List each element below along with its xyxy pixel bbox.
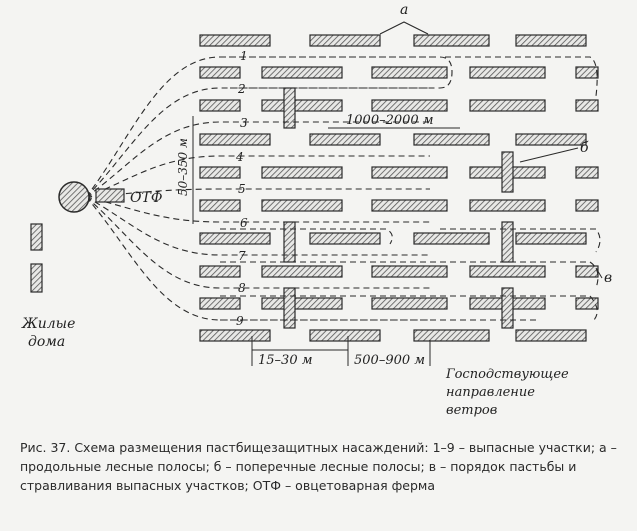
forest-strips [199,34,599,342]
longitudinal-strip-8-4 [575,297,599,310]
wind-label-line3: ветров [446,403,497,418]
pasture-protection-diagram: ОТФ Жилые дома a б в 1000–2000 м 50–350 … [21,2,612,418]
longitudinal-strip-6-2 [413,232,490,245]
path-lane-4 [85,155,430,198]
longitudinal-strip-1-3 [469,66,546,79]
longitudinal-strip-9-3 [515,329,587,342]
label-b: б [580,140,589,156]
loop-mid-1 [220,228,393,245]
longitudinal-strip-3-0 [199,133,271,146]
longitudinal-strip-3-1 [309,133,381,146]
section-number-4: 4 [235,150,244,164]
longitudinal-strip-6-3 [515,232,587,245]
dist-small-label: 15–30 м [258,353,313,368]
label-a-pointer [379,21,429,35]
longitudinal-strip-0-3 [515,34,587,47]
longitudinal-strip-2-0 [199,99,241,112]
dist-long-label: 1000–2000 м [346,113,434,128]
longitudinal-strip-2-1 [261,99,343,112]
house-2 [30,263,43,293]
dist-mid-label: 500–900 м [354,353,425,368]
transverse-strip-1 [283,221,296,263]
grazing-paths [85,56,601,321]
section-number-7: 7 [238,249,246,263]
longitudinal-strip-7-3 [469,265,546,278]
label-v-pointer [595,267,603,279]
longitudinal-strip-5-0 [199,199,241,212]
section-number-5: 5 [238,182,246,196]
houses-label-line2: дома [28,334,65,350]
longitudinal-strip-2-4 [575,99,599,112]
longitudinal-strip-4-4 [575,166,599,179]
longitudinal-strip-1-1 [261,66,343,79]
otf-building [95,188,125,203]
figure-caption: Рис. 37. Схема размещения пастбищезащитн… [20,438,620,495]
transverse-strip-5 [501,287,514,329]
wind-label-line2: направление [446,385,535,400]
longitudinal-strip-8-2 [371,297,448,310]
label-b-pointer [519,147,579,163]
longitudinal-strip-8-1 [261,297,343,310]
longitudinal-strip-2-2 [371,99,448,112]
path-lane-2 [85,87,430,198]
longitudinal-strip-7-4 [575,265,599,278]
loop-top-1 [220,56,453,89]
longitudinal-strip-9-2 [413,329,490,342]
section-number-1: 1 [240,49,248,63]
farm-circle [58,181,90,213]
loop-top-2 [445,56,598,97]
transverse-strip-3 [501,151,514,193]
section-number-9: 9 [236,314,244,328]
transverse-strip-4 [501,221,514,263]
house-1 [30,223,43,251]
longitudinal-strip-1-2 [371,66,448,79]
label-a: a [400,2,408,18]
path-lane-3 [85,121,430,198]
houses-label-line1: Жилые [21,316,75,332]
caption-text: Рис. 37. Схема размещения пастбищезащитн… [20,440,617,493]
longitudinal-strip-4-1 [261,166,343,179]
section-number-6: 6 [240,216,248,230]
longitudinal-strip-7-2 [371,265,448,278]
longitudinal-strip-9-0 [199,329,271,342]
wind-label-line1: Господствующее [445,367,569,382]
longitudinal-strip-2-3 [469,99,546,112]
longitudinal-strip-6-0 [199,232,271,245]
longitudinal-strip-1-4 [575,66,599,79]
longitudinal-strip-0-1 [309,34,381,47]
longitudinal-strip-4-2 [371,166,448,179]
section-number-3: 3 [240,116,248,130]
loop-mid-3 [220,261,599,289]
path-lane-8 [85,196,430,289]
longitudinal-strip-1-0 [199,66,241,79]
longitudinal-strip-7-0 [199,265,241,278]
longitudinal-strip-0-0 [199,34,271,47]
section-numbers: 1 2 3 4 5 6 7 8 9 [235,49,248,328]
label-v: в [604,270,612,286]
longitudinal-strip-6-1 [309,232,381,245]
longitudinal-strip-9-1 [309,329,381,342]
longitudinal-strip-5-2 [371,199,448,212]
longitudinal-strip-0-2 [413,34,490,47]
longitudinal-strip-8-0 [199,297,241,310]
longitudinal-strip-4-0 [199,166,241,179]
longitudinal-strip-5-1 [261,199,343,212]
longitudinal-strip-5-4 [575,199,599,212]
loop-low-1 [220,295,598,321]
section-number-8: 8 [238,281,246,295]
transverse-strip-2 [283,287,296,329]
longitudinal-strip-7-1 [261,265,343,278]
dist-vert-label: 50–350 м [176,138,190,196]
longitudinal-strip-5-3 [469,199,546,212]
section-number-2: 2 [237,82,246,96]
longitudinal-strip-3-3 [515,133,587,146]
otf-label: ОТФ [130,190,162,206]
longitudinal-strip-3-2 [413,133,490,146]
